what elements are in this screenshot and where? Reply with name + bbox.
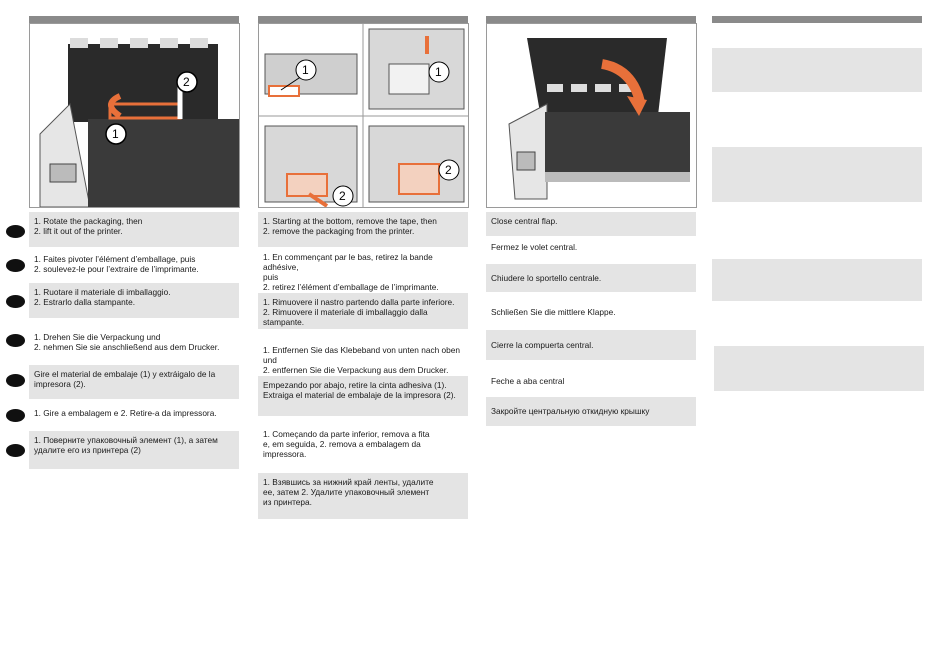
language-marker-ru <box>6 444 25 457</box>
col2-step-de: 1. Entfernen Sie das Klebeband von unten… <box>263 345 460 375</box>
column-2-header-bar <box>258 16 468 23</box>
column-3-header-bar <box>486 16 696 23</box>
col3-step-de: Schließen Sie die mittlere Klappe. <box>491 307 616 317</box>
col2-step-fr: 1. En commençant par le bas, retirez la … <box>263 252 439 292</box>
col1-step-en: 1. Rotate the packaging, then 2. lift it… <box>29 212 239 247</box>
callout-2-label: 2 <box>183 75 190 89</box>
language-marker-de <box>6 334 25 347</box>
callout-2c-label: 2 <box>339 189 346 203</box>
callout-2d-label: 2 <box>445 163 452 177</box>
col3-step-en: Close central flap. <box>486 212 696 236</box>
col3-step-es: Cierre la compuerta central. <box>486 330 696 360</box>
col1-step-it: 1. Ruotare il materiale di imballaggio. … <box>29 283 239 318</box>
col4-shaded-block-4 <box>714 346 924 391</box>
col1-step-pt: 1. Gire a embalagem e 2. Retire-a da imp… <box>34 408 217 418</box>
col4-shaded-block-3 <box>712 259 922 301</box>
col2-step-ru: 1. Взявшись за нижний край ленты, удалит… <box>258 473 468 519</box>
col3-step-fr: Fermez le volet central. <box>491 242 578 252</box>
col1-step-es: Gire el material de embalaje (1) y extrá… <box>29 365 239 399</box>
col1-step-ru: 1. Поверните упаковочный элемент (1), а … <box>29 431 239 469</box>
col2-step-it: 1. Rimuovere il nastro partendo dalla pa… <box>258 293 468 329</box>
column-4-header-bar <box>712 16 922 23</box>
callout-2a-label: 1 <box>302 63 309 77</box>
col3-step-it: Chiudere lo sportello centrale. <box>486 264 696 292</box>
callout-1-label: 1 <box>112 127 119 141</box>
col4-shaded-block-1 <box>712 48 922 92</box>
column-1-header-bar <box>29 16 239 23</box>
step-1-illustration: 2 1 <box>29 23 240 208</box>
step-2-illustration: 1 1 2 2 <box>258 23 469 208</box>
col2-step-es: Empezando por abajo, retire la cinta adh… <box>258 376 468 416</box>
col4-shaded-block-2 <box>712 147 922 202</box>
col3-step-ru: Закройте центральную откидную крышку <box>486 397 696 426</box>
language-marker-en <box>6 225 25 238</box>
col1-step-de: 1. Drehen Sie die Verpackung und 2. nehm… <box>34 332 220 352</box>
col2-step-en: 1. Starting at the bottom, remove the ta… <box>258 212 468 247</box>
language-marker-it <box>6 295 25 308</box>
language-marker-pt <box>6 409 25 422</box>
col1-step-fr: 1. Faites pivoter l’élément d’emballage,… <box>34 254 199 274</box>
language-marker-es <box>6 374 25 387</box>
language-marker-fr <box>6 259 25 272</box>
step-3-illustration <box>486 23 697 208</box>
col2-step-pt: 1. Começando da parte inferior, remova a… <box>263 429 430 459</box>
callout-2b-label: 1 <box>435 65 442 79</box>
col3-step-pt: Feche a aba central <box>491 376 565 386</box>
